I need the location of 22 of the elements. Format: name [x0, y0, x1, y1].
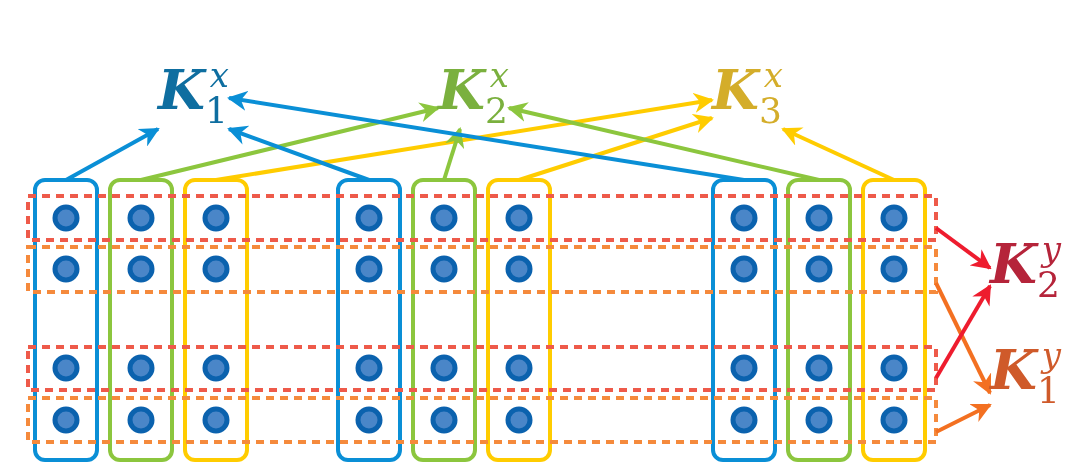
arrow — [934, 284, 992, 379]
column-group-box — [861, 178, 927, 462]
row-group-box — [26, 194, 938, 242]
column-group-box — [33, 178, 99, 462]
column-group-box — [711, 178, 777, 462]
column-group-box — [183, 178, 249, 462]
column-group-box — [411, 178, 477, 462]
arrow — [934, 282, 992, 395]
row-group-box — [26, 396, 938, 444]
row-group-box — [26, 245, 938, 294]
arrow — [934, 226, 992, 270]
column-group-box — [486, 178, 552, 462]
arrow — [518, 114, 714, 182]
arrow — [935, 403, 992, 434]
arrow — [781, 127, 895, 182]
arrow — [507, 102, 820, 182]
column-group-box — [786, 178, 852, 462]
row-group-box — [26, 345, 938, 392]
arrow — [442, 127, 465, 181]
arrow — [140, 102, 440, 182]
column-group-box — [108, 178, 174, 462]
column-group-box — [336, 178, 402, 462]
